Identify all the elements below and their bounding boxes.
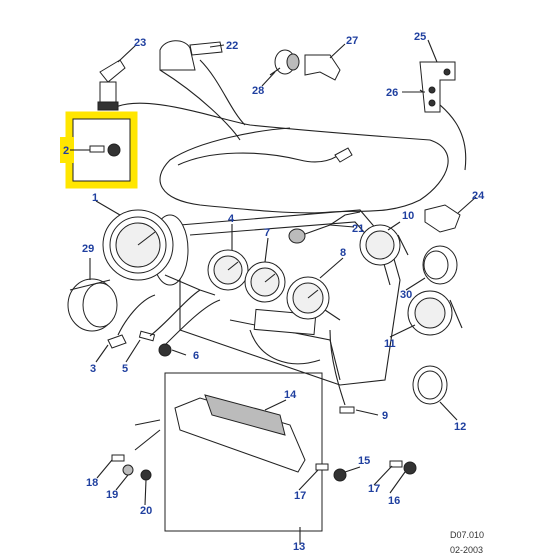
callout-8[interactable]: 8 <box>340 247 346 259</box>
callout-2[interactable]: 2 <box>63 145 69 157</box>
ring-part-12 <box>412 365 448 405</box>
bracket-part-25 <box>419 61 456 113</box>
bracket-part-27 <box>304 54 341 81</box>
gauge-part-8 <box>286 276 341 321</box>
callout-17-right[interactable]: 17 <box>368 483 380 495</box>
cable-run-upper-2 <box>199 59 246 126</box>
highlight-box-part-2 <box>60 111 138 189</box>
clip-part-24 <box>424 204 461 233</box>
callout-26[interactable]: 26 <box>386 87 398 99</box>
cable-connector-part-21 <box>288 147 361 244</box>
callout-23[interactable]: 23 <box>134 37 146 49</box>
callout-14[interactable]: 14 <box>284 389 297 401</box>
callout-10[interactable]: 10 <box>402 210 414 222</box>
callout-28[interactable]: 28 <box>252 85 264 97</box>
diagram-reference-code: D07.010 <box>450 530 484 540</box>
grommet-part-28 <box>269 49 300 76</box>
gauge-part-11 <box>407 290 463 336</box>
bulb-part-3 <box>107 294 156 349</box>
nut-part-20 <box>140 469 152 481</box>
cable-end-part-23 <box>97 59 126 111</box>
bulb-part-17a <box>315 463 329 471</box>
callout-6[interactable]: 6 <box>193 350 199 362</box>
callout-3[interactable]: 3 <box>90 363 96 375</box>
bulb-holder-part-16 <box>403 461 417 475</box>
bezel-part-29 <box>67 278 118 332</box>
callout-24[interactable]: 24 <box>472 190 485 202</box>
callout-15[interactable]: 15 <box>358 455 370 467</box>
washer-part-19 <box>122 464 134 476</box>
gauge-part-10 <box>359 224 409 266</box>
bulb-part-5 <box>138 289 201 342</box>
callout-16[interactable]: 16 <box>388 495 400 507</box>
gauge-part-7 <box>244 261 286 303</box>
cable-run-upper <box>159 69 241 141</box>
callout-19[interactable]: 19 <box>106 489 118 501</box>
gauge-part-1 <box>102 209 216 296</box>
speedo-cable <box>109 102 449 214</box>
callout-4[interactable]: 4 <box>228 213 235 225</box>
bulb-holder-part-2 <box>80 143 121 157</box>
callout-21[interactable]: 21 <box>352 223 364 235</box>
instrument-panel <box>179 209 401 386</box>
diagram-reference-date: 02-2003 <box>450 545 483 555</box>
callout-18[interactable]: 18 <box>86 477 98 489</box>
callout-11[interactable]: 11 <box>384 338 396 350</box>
callout-13[interactable]: 13 <box>293 541 305 553</box>
callout-17-left[interactable]: 17 <box>294 490 306 502</box>
bulb-part-17b <box>389 460 403 468</box>
callout-7[interactable]: 7 <box>264 227 270 239</box>
callout-30[interactable]: 30 <box>400 289 412 301</box>
callout-29[interactable]: 29 <box>82 243 94 255</box>
circuit-frame <box>134 372 323 532</box>
speedo-cable-inner <box>177 149 346 166</box>
callout-27[interactable]: 27 <box>346 35 358 47</box>
gauge-part-4 <box>207 249 249 291</box>
bulb-part-9 <box>329 329 355 414</box>
callout-1[interactable]: 1 <box>92 192 98 204</box>
callout-9[interactable]: 9 <box>382 410 388 422</box>
callout-20[interactable]: 20 <box>140 505 152 517</box>
callout-25[interactable]: 25 <box>414 31 426 43</box>
bezel-part-30 <box>422 245 458 285</box>
bulb-holder-part-15 <box>333 468 347 482</box>
callout-22[interactable]: 22 <box>226 40 238 52</box>
callout-5[interactable]: 5 <box>122 363 128 375</box>
leader-lines <box>70 39 477 545</box>
bulb-part-18 <box>111 454 125 462</box>
callout-12[interactable]: 12 <box>454 421 466 433</box>
bulb-holder-part-6 <box>158 299 221 357</box>
cable-clip-part-22 <box>159 40 223 71</box>
